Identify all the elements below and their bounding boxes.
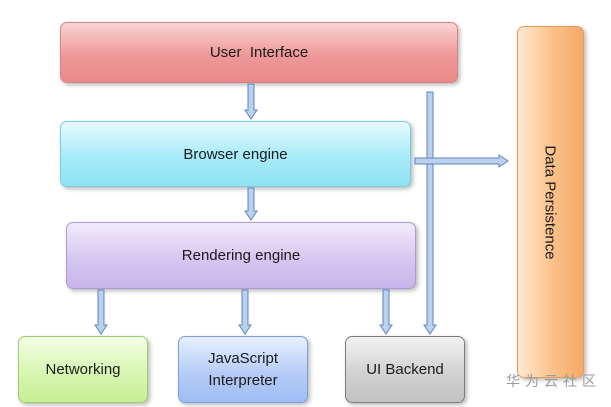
browser-engine-label: Browser engine [183,145,288,163]
arrow-rendering-to-javascript [238,289,252,335]
arrow-rendering-to-ui-backend [379,289,393,335]
arrow-ui-to-browser [244,83,258,120]
rendering-engine-box: Rendering engine [66,222,416,289]
javascript-interpreter-label-line1: JavaScript [207,349,279,367]
arrow-rendering-to-networking [94,289,108,335]
arrow-browser-to-rendering [244,187,258,221]
arrow-ui-to-ui-backend [423,91,437,335]
javascript-interpreter-box: JavaScript Interpreter [178,336,308,403]
browser-engine-box: Browser engine [60,121,411,187]
data-persistence-box: Data Persistence [517,26,584,378]
user-interface-label: User Interface [209,44,309,61]
ui-backend-label: UI Backend [366,361,444,378]
arrow-to-data-persistence [414,154,509,168]
javascript-interpreter-label-line2: Interpreter [208,371,278,389]
rendering-engine-label: Rendering engine [181,247,301,264]
watermark-text: 华为云社区 [506,374,601,390]
ui-backend-box: UI Backend [345,336,465,403]
networking-box: Networking [18,336,148,403]
user-interface-box: User Interface [60,22,458,83]
networking-label: Networking [45,361,121,378]
